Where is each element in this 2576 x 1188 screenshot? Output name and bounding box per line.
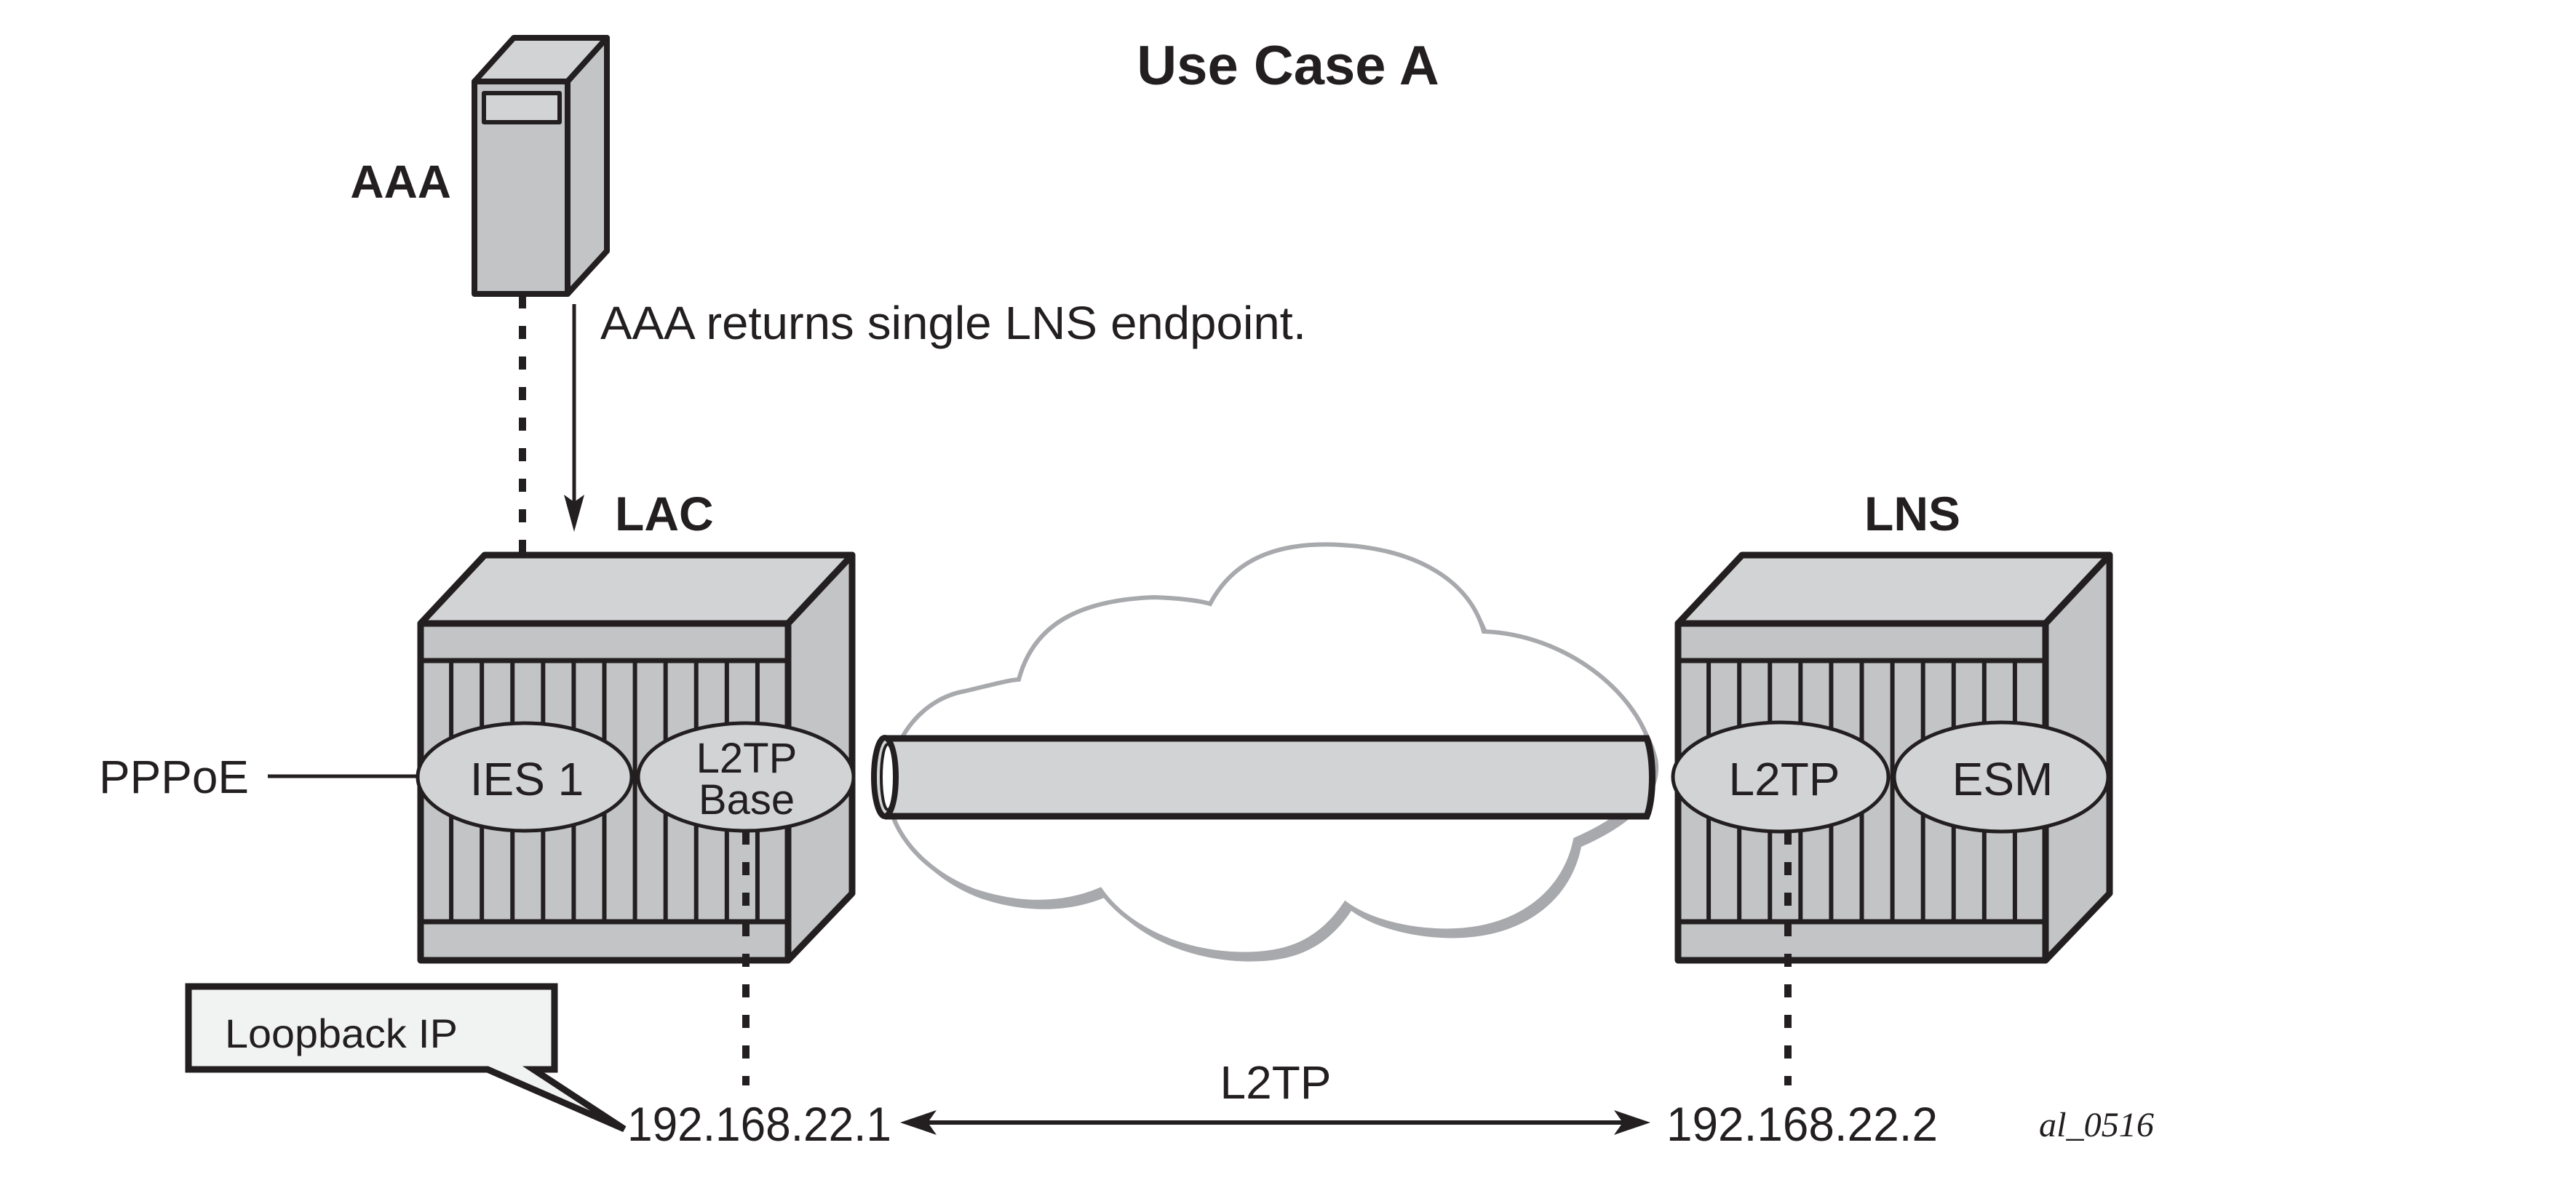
chassis-top-face [417, 551, 856, 627]
loopback-callout: Loopback IP [185, 983, 627, 1133]
arrow-down-icon [564, 495, 584, 532]
arrow-left-icon [900, 1110, 937, 1135]
service-label-line-1: L2TP [696, 735, 798, 782]
pipe-body [885, 735, 1655, 820]
callout-text: Loopback IP [225, 1010, 458, 1056]
pipe-end-inner [880, 743, 896, 811]
tunnel-pipe-icon [871, 735, 1655, 820]
service-label-line-2: Base [699, 776, 795, 824]
service-ellipse [1892, 720, 2110, 834]
lac-ip-address: 192.168.22.1 [627, 1097, 891, 1151]
service-ellipse [1671, 720, 1891, 834]
service-label: ESM [1952, 753, 2054, 805]
figure-id: al_0516 [2039, 1106, 2154, 1144]
diagram-title: Use Case A [1137, 35, 1439, 97]
lac-label: LAC [615, 487, 714, 541]
callout-bubble [185, 983, 627, 1133]
lns-ip-address: 192.168.22.2 [1666, 1097, 1938, 1151]
lns-service-l2tp[interactable]: L2TP [1671, 720, 1891, 834]
aaa-response-arrow [564, 304, 584, 532]
server-panel [482, 91, 562, 124]
lns-service-esm[interactable]: ESM [1892, 720, 2110, 834]
pppoe-label: PPPoE [99, 751, 249, 803]
lac-service-l2tp-base[interactable]: L2TP Base [636, 721, 856, 833]
aaa-message: AAA returns single LNS endpoint. [600, 297, 1306, 349]
service-ellipse [636, 721, 856, 833]
arrow-right-icon [1614, 1110, 1650, 1135]
l2tp-link-arrow [900, 1110, 1650, 1135]
service-label: IES 1 [470, 753, 584, 805]
lac-service-ies-1[interactable]: IES 1 [416, 721, 634, 833]
service-label: L2TP [1729, 753, 1840, 805]
aaa-server-icon [472, 35, 610, 297]
lns-label: LNS [1864, 487, 1960, 541]
l2tp-link-label: L2TP [1220, 1056, 1332, 1109]
aaa-label: AAA [350, 156, 451, 208]
chassis-top-face [1674, 551, 2113, 627]
server-side-face [565, 35, 610, 297]
